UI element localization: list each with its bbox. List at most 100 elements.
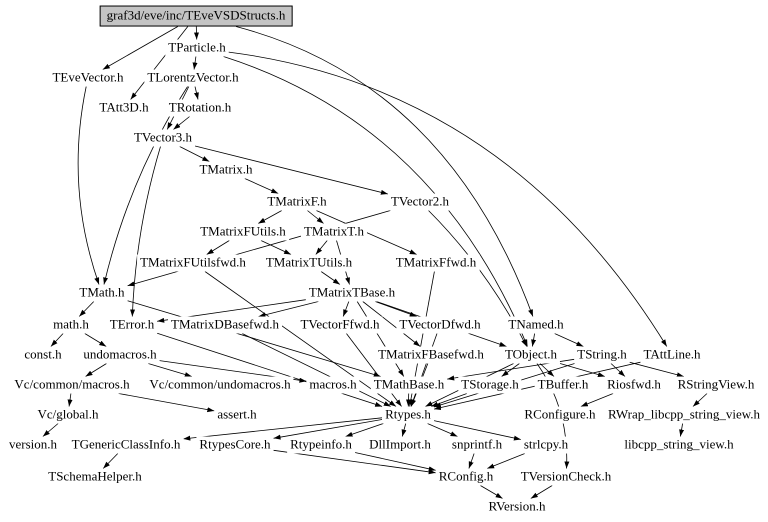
include-edge-TRotation-to-TVector3 xyxy=(173,116,190,130)
include-edge-Rtypes-to-DllImport xyxy=(401,423,407,437)
graph-node-TMathBase[interactable]: TMathBase.h xyxy=(370,376,448,394)
include-edge-Rtypes-to-snprintf xyxy=(427,423,458,437)
graph-node-TMatrixTUtils[interactable]: TMatrixTUtils.h xyxy=(262,254,356,272)
include-edge-TMath-to-math xyxy=(78,301,95,317)
include-edge-undomacros-to-VcCommonUndomacros xyxy=(148,363,192,377)
graph-node-TMath[interactable]: TMath.h xyxy=(76,284,128,302)
include-edge-Rtypes-to-Rtypeinfo xyxy=(345,423,384,437)
include-edge-TParticle-to-TLorentzVector xyxy=(192,56,198,70)
graph-node-TVectorFfwd[interactable]: TVectorFfwd.h xyxy=(297,316,383,334)
include-edge-strlcpy-to-RConfig xyxy=(487,453,525,469)
graph-node-TMatrixF[interactable]: TMatrixF.h xyxy=(264,193,330,211)
graph-node-TVectorDfwd[interactable]: TVectorDfwd.h xyxy=(396,316,484,334)
graph-root-node: graf3d/eve/inc/TEveVSDStructs.h xyxy=(99,5,293,27)
graph-node-TEveVector[interactable]: TEveVector.h xyxy=(49,69,127,87)
graph-node-TString[interactable]: TString.h xyxy=(574,346,630,364)
include-edge-TMatrixFUtils-to-TMatrixFUtilsfwd xyxy=(206,240,230,255)
include-edge-undomacros-to-VcCommonMacros xyxy=(85,363,107,377)
graph-node-RConfigure[interactable]: RConfigure.h xyxy=(521,406,599,424)
include-edge-TGenericClassInfo-to-TSchemaHelper xyxy=(102,453,119,469)
graph-node-math[interactable]: math.h xyxy=(50,316,92,334)
include-edge-TMatrixTUtils-to-TMatrixTBase xyxy=(320,271,341,285)
include-edge-TNamed-to-TString xyxy=(554,333,584,347)
include-edge-TObject-to-Riosfwd xyxy=(559,363,606,377)
graph-node-RtypesCore[interactable]: RtypesCore.h xyxy=(196,436,274,454)
include-edge-Rtypes-to-RtypesCore xyxy=(273,419,383,440)
graph-node-RConfig[interactable]: RConfig.h xyxy=(435,468,497,486)
include-edge-TMatrixF-to-TMatrixT xyxy=(307,210,324,224)
graph-node-TRotation[interactable]: TRotation.h xyxy=(165,99,235,117)
graph-node-TObject[interactable]: TObject.h xyxy=(501,346,561,364)
include-edge-TMatrixF-to-TMatrixFUtils xyxy=(258,210,282,224)
include-edge-VcCommonMacros-to-VcGlobal xyxy=(67,393,73,407)
include-edge-math-to-undomacros xyxy=(84,333,107,347)
graph-node-DllImport[interactable]: DllImport.h xyxy=(366,436,434,454)
include-edge-TMatrixT-to-TMatrixTUtils xyxy=(315,240,328,255)
graph-node-TNamed[interactable]: TNamed.h xyxy=(505,316,567,334)
include-edge-TStorage-to-Rtypes xyxy=(430,393,468,407)
graph-node-TMatrixFBasefwd[interactable]: TMatrixFBasefwd.h xyxy=(375,346,487,364)
include-edge-TMatrixFUtils-to-TMatrixTUtils xyxy=(260,240,292,255)
include-edge-VcGlobal-to-version xyxy=(42,423,59,437)
graph-node-TMatrixTBase[interactable]: TMatrixTBase.h xyxy=(305,284,399,302)
include-edge-TMatrixTBase-to-TMatrixDBasefwd xyxy=(258,301,319,318)
graph-node-VcGlobal[interactable]: Vc/global.h xyxy=(34,406,102,424)
graph-node-Rtypes[interactable]: Rtypes.h xyxy=(382,406,434,424)
include-edge-VcCommonMacros-to-assert xyxy=(118,393,215,413)
graph-node-undomacros[interactable]: undomacros.h xyxy=(80,346,160,364)
graph-node-TParticle[interactable]: TParticle.h xyxy=(165,39,229,57)
include-edge-TString-to-RStringView xyxy=(629,361,684,378)
graph-node-TVector3[interactable]: TVector3.h xyxy=(130,129,196,147)
include-edge-TVectorDfwd-to-Rtypes xyxy=(410,333,438,407)
include-edge-root-to-TNamed xyxy=(235,26,534,317)
include-edge-Riosfwd-to-RConfigure xyxy=(580,393,614,407)
graph-node-assert[interactable]: assert.h xyxy=(214,406,260,424)
include-edge-TNamed-to-TObject xyxy=(531,333,537,347)
include-edge-TError-to-Rtypes xyxy=(157,332,383,407)
graph-node-snprintf[interactable]: snprintf.h xyxy=(448,436,506,454)
graph-node-Riosfwd[interactable]: Riosfwd.h xyxy=(604,376,664,394)
graph-node-macros[interactable]: macros.h xyxy=(306,376,360,394)
graph-node-TAttLine[interactable]: TAttLine.h xyxy=(640,346,704,364)
graph-node-TBuffer[interactable]: TBuffer.h xyxy=(534,376,592,394)
graph-node-RWrap[interactable]: RWrap_libcpp_string_view.h xyxy=(604,406,764,424)
include-edge-TLorentzVector-to-TRotation xyxy=(193,86,199,100)
graph-node-TGenericClassInfo[interactable]: TGenericClassInfo.h xyxy=(68,436,184,454)
include-edge-RWrap-to-libcpp_string_view xyxy=(679,423,685,437)
graph-node-version[interactable]: version.h xyxy=(5,436,61,454)
graph-node-TError[interactable]: TError.h xyxy=(106,316,158,334)
include-edge-TMatrixTBase-to-TVectorFfwd xyxy=(342,301,350,317)
graph-node-strlcpy[interactable]: strlcpy.h xyxy=(520,436,572,454)
graph-node-const[interactable]: const.h xyxy=(21,346,65,364)
include-edge-RStringView-to-RWrap xyxy=(692,393,708,407)
graph-node-Rtypeinfo[interactable]: Rtypeinfo.h xyxy=(287,436,355,454)
include-edge-TMatrixTBase-to-TVectorDfwd xyxy=(375,301,417,317)
graph-node-TAtt3D[interactable]: TAtt3D.h xyxy=(96,99,152,117)
include-edge-RtypesCore-to-RConfig xyxy=(273,449,436,475)
include-edge-TVector3-to-TMatrix xyxy=(179,146,210,162)
graph-node-TVector2[interactable]: TVector2.h xyxy=(387,193,453,211)
graph-node-RStringView[interactable]: RStringView.h xyxy=(674,376,758,394)
include-edge-TVectorFfwd-to-Rtypes xyxy=(346,333,402,407)
include-edge-TMatrixTBase-to-TMathBase xyxy=(356,301,405,377)
graph-node-TSchemaHelper[interactable]: TSchemaHelper.h xyxy=(45,468,145,486)
graph-node-libcpp_string_view[interactable]: libcpp_string_view.h xyxy=(621,436,737,454)
include-edge-TMatrix-to-TMatrixF xyxy=(244,178,279,194)
graph-node-TMatrixT[interactable]: TMatrixT.h xyxy=(300,223,368,241)
graph-node-TLorentzVector[interactable]: TLorentzVector.h xyxy=(144,69,242,87)
graph-node-RVersion[interactable]: RVersion.h xyxy=(485,498,549,516)
graph-node-TMatrixFUtilsfwd[interactable]: TMatrixFUtilsfwd.h xyxy=(137,254,249,272)
graph-node-VcCommonUndomacros[interactable]: Vc/common/undomacros.h xyxy=(146,376,294,394)
graph-node-TMatrix[interactable]: TMatrix.h xyxy=(196,161,256,179)
graph-node-TMatrixFUtils[interactable]: TMatrixFUtils.h xyxy=(197,223,289,241)
graph-node-TMatrixFfwd[interactable]: TMatrixFfwd.h xyxy=(392,254,480,272)
graph-node-TVersionCheck[interactable]: TVersionCheck.h xyxy=(517,468,615,486)
include-edge-math-to-const xyxy=(50,333,64,347)
graph-node-TStorage[interactable]: TStorage.h xyxy=(458,376,522,394)
include-edge-TString-to-Riosfwd xyxy=(610,363,626,377)
graph-node-TMatrixDBasefwd[interactable]: TMatrixDBasefwd.h xyxy=(168,316,282,334)
include-edge-TMatrixDBasefwd-to-Rtypes xyxy=(242,333,391,407)
include-edge-root-to-TAtt3D xyxy=(130,26,189,100)
graph-node-VcCommonMacros[interactable]: Vc/common/macros.h xyxy=(11,376,133,394)
